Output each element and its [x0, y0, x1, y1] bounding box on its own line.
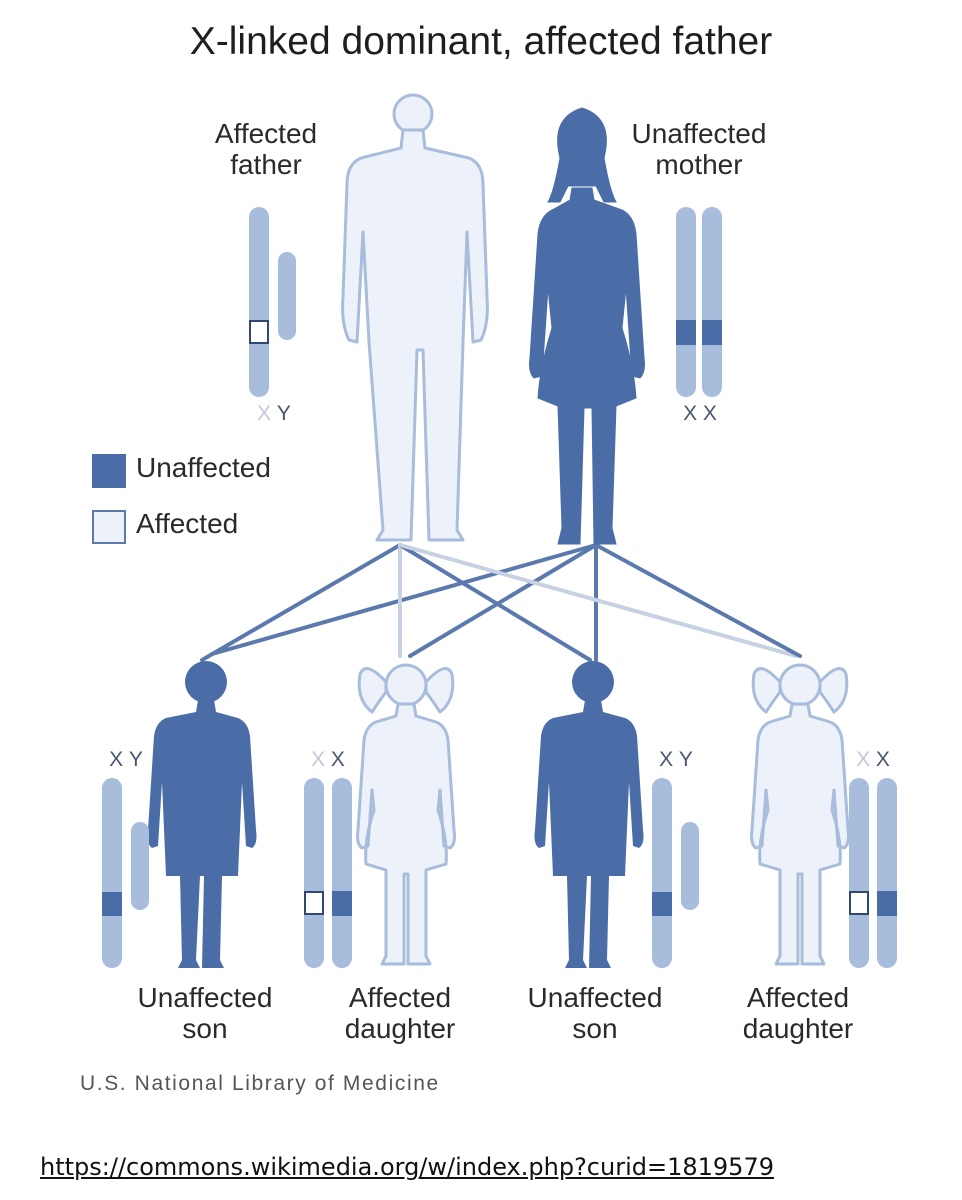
daughter1-label: Affected daughter	[344, 982, 456, 1045]
legend-label-affected: Affected	[136, 508, 239, 539]
legend-label-unaffected: Unaffected	[136, 452, 271, 483]
source-link[interactable]: https://commons.wikimedia.org/w/index.ph…	[40, 1153, 774, 1181]
son2-y-chromosome	[681, 822, 699, 910]
son1-y-chromosome	[131, 822, 149, 910]
daughter1-chromosomes	[304, 778, 352, 968]
legend-swatch-unaffected	[92, 454, 126, 488]
line-mother-to-son1	[210, 543, 598, 656]
son1-y-label: Y	[128, 748, 143, 771]
line-father-to-son2	[398, 543, 592, 662]
mother-chromosome-labels: X X	[670, 402, 730, 426]
mother-label: Unaffected mother	[631, 118, 767, 181]
diagram-title: X-linked dominant, affected father	[189, 20, 773, 63]
son2-x-chromosome	[652, 778, 672, 968]
son2-y-label: Y	[678, 748, 693, 771]
daughter2-chromosomes	[849, 778, 897, 968]
daughter2-x1-chromosome	[849, 778, 869, 968]
mother-x2-chromosome	[702, 207, 722, 397]
daughter2-label: Affected daughter	[742, 982, 854, 1045]
mother-x2-gene	[702, 320, 722, 345]
son1-figure	[147, 661, 257, 968]
son2-x-label: X	[659, 748, 674, 771]
legend-swatch-affected	[92, 510, 126, 544]
son2-figure	[534, 661, 644, 968]
daughter1-x1-gene-affected	[304, 891, 324, 915]
son1-x-gene	[102, 892, 122, 916]
son1-chromosomes	[102, 778, 149, 968]
father-y-chromosome	[278, 252, 296, 340]
father-x-gene-affected	[249, 320, 269, 344]
line-father-to-son1	[200, 543, 402, 662]
son1-x-label: X	[109, 748, 124, 771]
father-chromosomes	[249, 207, 296, 397]
daughter2-x2-gene	[877, 891, 897, 916]
mother-x1-gene	[676, 320, 696, 345]
inheritance-lines	[200, 543, 802, 662]
credit-text: U.S. National Library of Medicine	[80, 1072, 440, 1095]
son2-chromosome-labels: X Y	[646, 748, 706, 772]
daughter1-chromosome-labels: X X	[298, 748, 358, 772]
father-x-chromosome	[249, 207, 269, 397]
mother-chromosomes	[676, 207, 722, 397]
daughter1-x1-chromosome	[304, 778, 324, 968]
daughter1-figure	[356, 663, 456, 966]
mother-x2-label: X	[702, 402, 717, 425]
father-figure	[341, 93, 489, 542]
father-label: Affected father	[214, 118, 318, 181]
line-father-to-daughter2	[398, 543, 798, 658]
son2-chromosomes	[652, 778, 699, 968]
mother-x1-chromosome	[676, 207, 696, 397]
daughter2-x2-label: X	[875, 748, 890, 771]
daughter2-x1-gene-affected	[849, 891, 869, 915]
line-mother-to-daughter2	[594, 543, 802, 658]
daughter1-x2-label: X	[330, 748, 345, 771]
son2-label: Unaffected son	[527, 982, 663, 1045]
father-x-label: X	[257, 402, 272, 425]
daughter2-chromosome-labels: X X	[843, 748, 903, 772]
mother-x1-label: X	[683, 402, 698, 425]
line-mother-to-daughter1	[408, 543, 598, 658]
son1-label: Unaffected son	[137, 982, 273, 1045]
son2-x-gene	[652, 892, 672, 916]
daughter1-x2-chromosome	[332, 778, 352, 968]
daughter2-figure	[750, 663, 850, 966]
daughter2-x2-chromosome	[877, 778, 897, 968]
daughter1-x2-gene	[332, 891, 352, 916]
father-y-label: Y	[276, 402, 291, 425]
daughter1-x1-label: X	[311, 748, 326, 771]
son1-chromosome-labels: X Y	[96, 748, 156, 772]
daughter2-x1-label: X	[856, 748, 871, 771]
father-chromosome-labels: X Y	[244, 402, 304, 426]
son1-x-chromosome	[102, 778, 122, 968]
